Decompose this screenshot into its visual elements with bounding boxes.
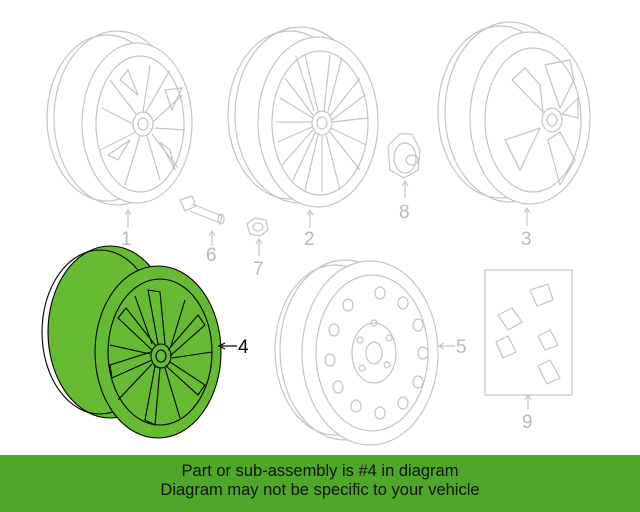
wheel-lock-kit-9[interactable] [484, 269, 573, 396]
callout-7[interactable]: 7 [253, 259, 264, 280]
lug-nut-7[interactable] [246, 217, 269, 237]
parts-diagram: 1 6 7 2 8 3 4 5 9 [41, 21, 591, 446]
wheel-2[interactable] [227, 26, 379, 208]
banner-line-1: Part or sub-assembly is #4 in diagram [181, 462, 459, 480]
wheel-1[interactable] [46, 30, 193, 206]
callout-6[interactable]: 6 [206, 245, 217, 266]
callout-8[interactable]: 8 [399, 202, 410, 223]
wheel-4-highlighted[interactable] [41, 245, 222, 439]
valve-stem-6[interactable] [179, 195, 225, 225]
center-cap-8[interactable] [387, 133, 421, 179]
info-banner: Part or sub-assembly is #4 in diagram Di… [0, 455, 640, 512]
callout-9[interactable]: 9 [522, 412, 533, 433]
spare-wheel-5[interactable] [274, 259, 439, 446]
callout-5[interactable]: 5 [456, 337, 467, 358]
banner-line-2: Diagram may not be specific to your vehi… [160, 481, 480, 499]
wheel-3[interactable] [437, 21, 591, 205]
leader-lines [124, 179, 532, 410]
leader-line-4 [217, 342, 237, 350]
callout-4[interactable]: 4 [238, 337, 249, 358]
callout-1[interactable]: 1 [121, 229, 132, 250]
callout-3[interactable]: 3 [521, 229, 532, 250]
callout-2[interactable]: 2 [304, 229, 315, 250]
